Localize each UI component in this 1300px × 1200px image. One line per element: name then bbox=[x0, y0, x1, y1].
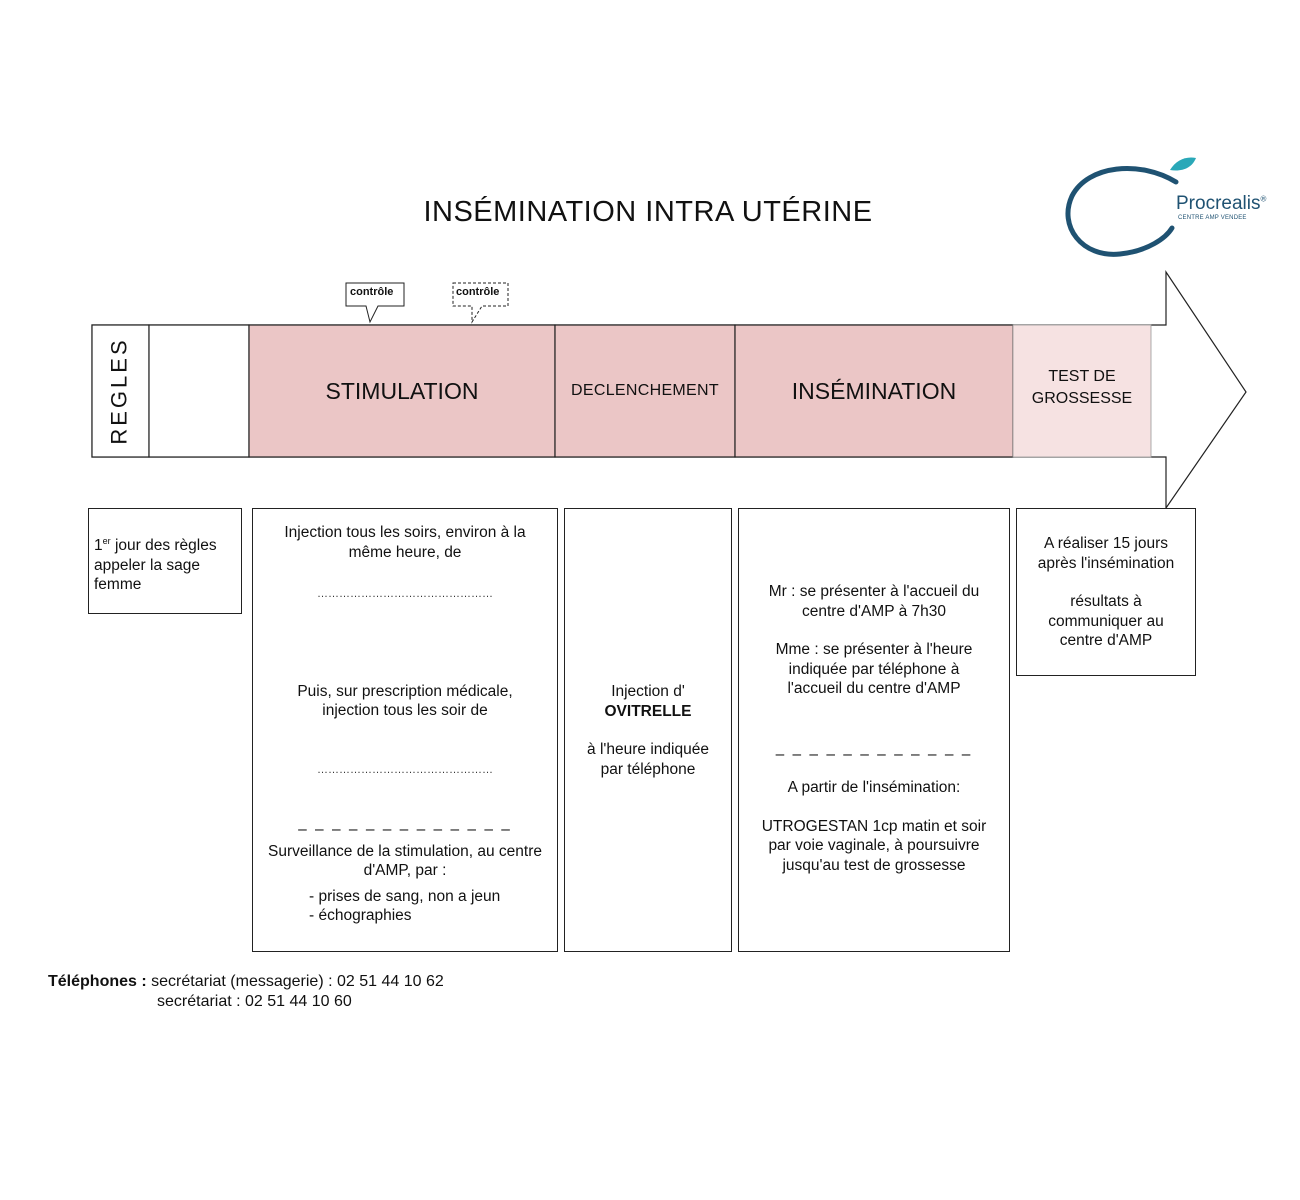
insemination-box: Mr : se présenter à l'accueil du centre … bbox=[738, 508, 1010, 952]
callout-controle-1 bbox=[345, 282, 405, 324]
segment-regles bbox=[91, 324, 150, 458]
timeline-label-declenchement: DECLENCHEMENT bbox=[571, 382, 719, 399]
callout-controle-2 bbox=[452, 282, 509, 324]
declenchement-box: Injection d' OVITRELLE à l'heure indiqué… bbox=[564, 508, 732, 952]
controle-label-2: contrôle bbox=[456, 286, 500, 298]
timeline-label-regles: REGLES bbox=[107, 337, 133, 445]
segment-insemination bbox=[734, 324, 1014, 458]
phone-numbers: Téléphones : secrétariat (messagerie) : … bbox=[48, 972, 444, 1012]
logo-wordmark: Procrealis® bbox=[1176, 193, 1267, 214]
regles-box: 1er jour des règles appeler la sage femm… bbox=[88, 508, 242, 614]
phone-line-2: secrétariat : 02 51 44 10 60 bbox=[157, 993, 352, 1010]
logo-mark bbox=[1065, 157, 1196, 257]
timeline-label-insemination: INSÉMINATION bbox=[791, 377, 957, 404]
segment-test bbox=[1012, 324, 1152, 458]
controle-label-1: contrôle bbox=[350, 286, 394, 298]
phone-line-1: secrétariat (messagerie) : 02 51 44 10 6… bbox=[151, 973, 444, 990]
segment-stimulation bbox=[248, 324, 556, 458]
segment-blank bbox=[148, 324, 250, 458]
page-title: INSÉMINATION INTRA UTÉRINE bbox=[423, 196, 873, 228]
phones-label: Téléphones : bbox=[48, 973, 147, 990]
timeline-label-stimulation: STIMULATION bbox=[325, 377, 479, 404]
timeline-label-test: TEST DE GROSSESSE bbox=[1031, 368, 1133, 407]
segment-declenchement bbox=[554, 324, 736, 458]
stimulation-box: Injection tous les soirs, environ à la m… bbox=[252, 508, 558, 952]
logo-subtitle: CENTRE AMP VENDEE bbox=[1178, 215, 1247, 221]
test-box: A réaliser 15 jours après l'insémination… bbox=[1016, 508, 1196, 676]
